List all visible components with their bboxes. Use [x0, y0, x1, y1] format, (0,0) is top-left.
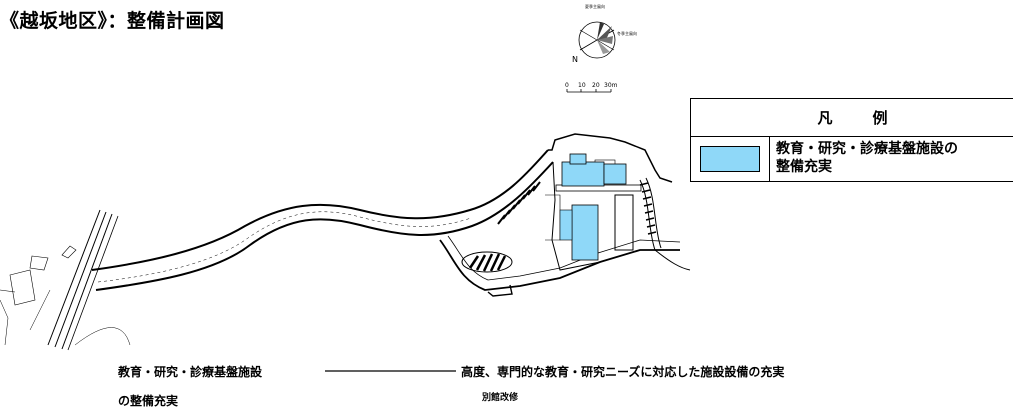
building-north-east: [603, 163, 627, 185]
north-label: N: [572, 55, 578, 64]
scale-tick-30: 30m: [604, 82, 618, 89]
annotation-category-line2: の整備充実: [118, 394, 179, 408]
compass-icon: [578, 21, 616, 59]
legend-label-line2: 整備充実: [776, 159, 832, 175]
annotation-category-line1: 教育・研究・診療基盤施設: [118, 365, 263, 379]
legend-swatch-cell: [691, 137, 770, 181]
legend-label-line1: 教育・研究・診療基盤施設の: [776, 141, 958, 157]
scale-tick-20: 20: [592, 82, 600, 89]
road-lines: [0, 209, 131, 351]
page-title: 《越坂地区》：整備計画図: [0, 10, 225, 32]
scale-bar: [566, 89, 612, 93]
scale-tick-0: 0: [565, 82, 569, 89]
lower-loop-road: [439, 235, 681, 297]
building-south: [571, 204, 599, 261]
building-north: [561, 161, 605, 187]
scale-tick-10: 10: [578, 82, 586, 89]
annotation-sub-item: 別館改修: [482, 393, 519, 403]
annotation-description: 高度、専門的な教育・研究ニーズに対応した施設設備の充実: [461, 365, 785, 379]
legend-swatch: [700, 146, 760, 172]
wind-label-winter: 冬季主風向: [617, 30, 637, 36]
hatched-slope: [497, 181, 541, 225]
wind-label-summer: 夏季主風向: [585, 3, 605, 9]
legend-label: 教育・研究・診療基盤施設の 整備充実: [770, 137, 1012, 181]
access-road: [91, 149, 554, 291]
legend-header: 凡例: [691, 99, 1013, 137]
building-north-annex: [569, 153, 587, 165]
right-slope: [639, 177, 691, 271]
building-south-west: [559, 209, 573, 241]
parking-lot: [461, 251, 513, 273]
highlighted-buildings: [559, 153, 627, 261]
legend-row: 教育・研究・診療基盤施設の 整備充実: [691, 137, 1013, 181]
legend-table: 凡例 教育・研究・診療基盤施設の 整備充実: [690, 98, 1013, 182]
